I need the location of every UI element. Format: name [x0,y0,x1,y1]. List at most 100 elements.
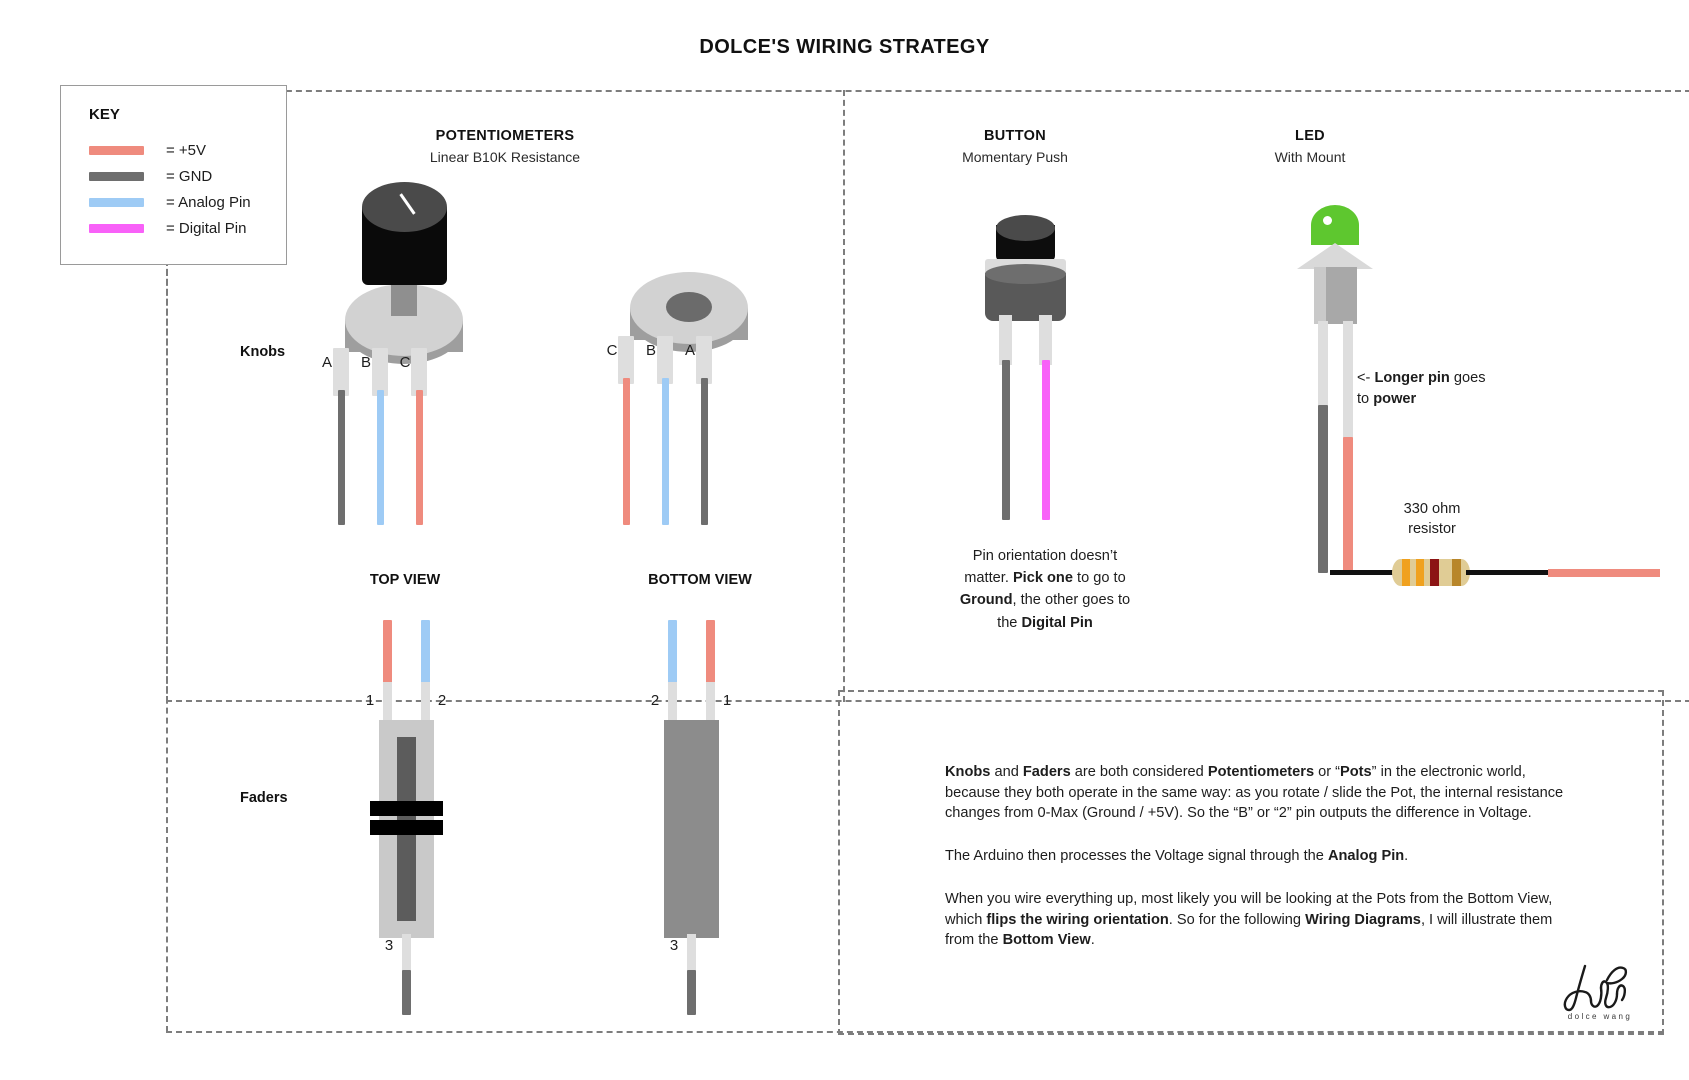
led-note-longer-pin: Longer pin [1374,370,1450,386]
view-label-bottom: BOTTOM VIEW [648,572,752,588]
notes-text: and [990,764,1023,780]
notes-text: , I will illustrate them from the [945,911,1553,949]
key-item-gnd: = GND [89,168,212,185]
resistor-band-3 [1430,559,1439,586]
button-cap-top [996,215,1055,241]
notes-emphasis: Wiring Diagrams [1305,911,1421,928]
resistor-label: 330 ohm resistor [1357,500,1507,539]
fader-top-view: 1 2 3 [366,620,490,1015]
fader-bottom-wire-2 [668,620,677,685]
page-title: DOLCE'S WIRING STRATEGY [699,36,990,58]
knob-bottom-pin-label-a: A [684,342,695,359]
signature-mark-icon [1563,964,1628,1012]
button-note-ground: Ground [959,592,1013,609]
panel-vertical-divider [843,90,845,702]
led-dome [1311,205,1359,245]
knob-top-pin-label-b: B [360,354,371,371]
key-label-analog-pin: = Analog Pin [166,194,251,211]
led-mount-flange [1297,243,1373,269]
led-note-arrow: <- [1357,370,1375,386]
notes-emphasis: Analog Pin [1327,848,1405,865]
knob-bottom-lead-c [618,336,634,384]
button-note-line2c: to go to [1072,570,1126,587]
button-note-line4a: the [997,614,1022,631]
led-glint [1323,216,1332,225]
key-title: KEY [89,106,120,123]
fader-bottom-lead-1 [706,682,715,724]
fader-bottom-lead-3 [687,934,696,974]
fader-top-wire-3 [402,970,411,1015]
knob-bottom-center-hole [666,292,712,322]
potentiometers-subheading: Linear B10K Resistance [429,149,581,165]
key-swatch-analog-pin [89,198,144,207]
button-heading: BUTTON [984,128,1046,144]
knob-top-wire-b [377,390,384,525]
fader-bottom-pin-label-1: 1 [722,692,732,709]
led-note-mid: goes [1449,370,1486,386]
knob-top-lead-b [372,348,388,396]
key-item-plus5v: = +5V [89,142,206,159]
potentiometers-heading: POTENTIOMETERS [435,128,575,144]
signature-logo: dolce wang [1545,960,1655,1030]
resistor-band-2 [1416,559,1424,586]
fader-top-lead-1 [383,682,392,724]
knob-bottom-view: C B A [607,180,755,540]
notes-text: ” in the electronic world, because they … [945,764,1564,822]
knob-top-wire-c [416,390,423,525]
fader-bottom-wire-1 [706,620,715,685]
resistor-body [1392,559,1470,586]
resistor-band-4 [1452,559,1461,586]
notes-emphasis: Bottom View [1002,932,1091,949]
fader-top-wire-2 [421,620,430,685]
resistor-label-word: resistor [1408,520,1456,537]
key-item-analog-pin: = Analog Pin [89,194,251,211]
notes-text: are both considered [1070,764,1208,780]
key-label-digital-pin: = Digital Pin [166,220,247,237]
knob-top-wire-a [338,390,345,525]
button-lead-left [999,315,1012,365]
notes-paragraph-1: Knobs and Faders are both considered Pot… [945,762,1565,824]
resistor-band-1 [1402,559,1410,586]
fader-top-pin-label-3: 3 [384,937,394,954]
led-component [1280,205,1420,573]
key-swatch-plus5v [89,146,144,155]
knob-cap-top [362,182,447,232]
key-swatch-gnd [89,172,144,181]
notes-paragraph-3: When you wire everything up, most likely… [945,889,1565,951]
notes-text: . [1404,848,1409,865]
fader-bottom-wire-3 [687,970,696,1015]
resistor-wire-left [1330,570,1395,575]
row-label-knobs: Knobs [240,344,286,360]
key-legend-box: KEY = +5V = GND = Analog Pin = Digital P… [60,85,287,265]
button-lead-right [1039,315,1052,365]
button-note-line3b: , the other goes to [1012,592,1131,609]
notes-emphasis: Pots [1340,764,1372,780]
view-label-top: TOP VIEW [369,572,441,588]
fader-top-cap-lower [370,820,443,835]
led-mount-body-highlight [1314,267,1326,324]
fader-bottom-lead-2 [668,682,677,724]
fader-top-pin-label-2: 2 [437,692,447,709]
knob-bottom-lead-a [696,336,712,384]
knob-bottom-wire-a [701,378,708,525]
notes-text: or “ [1314,764,1341,780]
key-connector-line [166,260,168,1032]
led-lead-cathode [1318,321,1328,411]
button-wire-digital [1042,360,1050,520]
notes-emphasis: Potentiometers [1207,764,1315,780]
fader-top-wire-1 [383,620,392,685]
fader-bottom-body [664,720,719,938]
button-wire-gnd [1002,360,1010,520]
fader-top-cap-upper [370,801,443,816]
knob-top-view: A B C [322,180,470,540]
led-subheading: With Mount [1274,149,1346,165]
key-swatch-digital-pin [89,224,144,233]
row-label-faders: Faders [240,790,288,806]
notes-text: . [1090,932,1095,949]
button-note-pick-one: Pick one [1012,570,1073,587]
notes-text: When you wire everything up, most likely… [945,890,1553,928]
led-heading: LED [1295,128,1325,144]
resistor-label-value: 330 ohm [1403,501,1461,517]
knob-bottom-wire-c [623,378,630,525]
fader-top-pin-label-1: 1 [365,692,375,709]
